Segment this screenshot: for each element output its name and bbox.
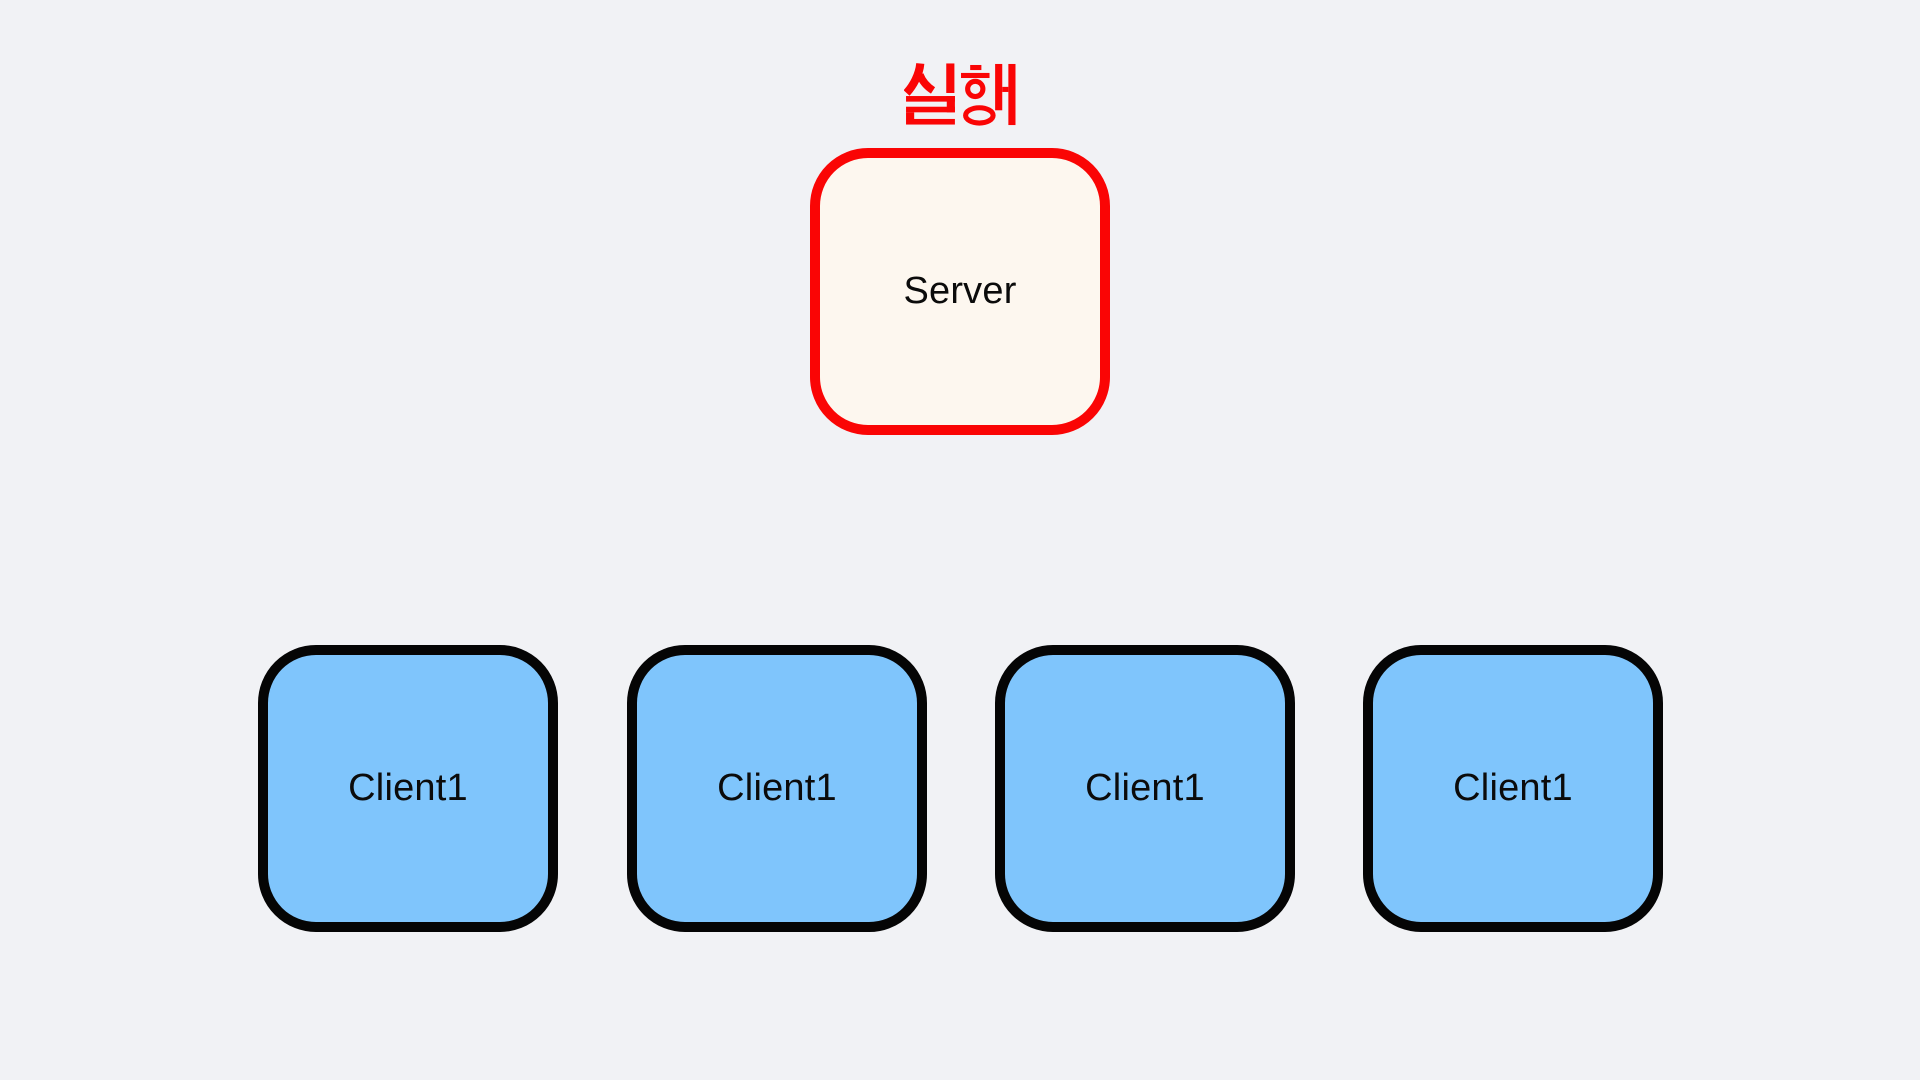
client-node: Client1	[995, 645, 1295, 932]
client-node: Client1	[258, 645, 558, 932]
run-annotation-glyphs	[904, 62, 1016, 126]
client-node: Client1	[1363, 645, 1663, 932]
server-node: Server	[810, 148, 1110, 435]
client-node-label: Client1	[1453, 767, 1573, 809]
run-annotation: 실행	[904, 62, 1016, 126]
server-node-label: Server	[903, 270, 1017, 312]
client-node-label: Client1	[717, 767, 837, 809]
client-node-label: Client1	[348, 767, 468, 809]
client-node-label: Client1	[1085, 767, 1205, 809]
client-node: Client1	[627, 645, 927, 932]
